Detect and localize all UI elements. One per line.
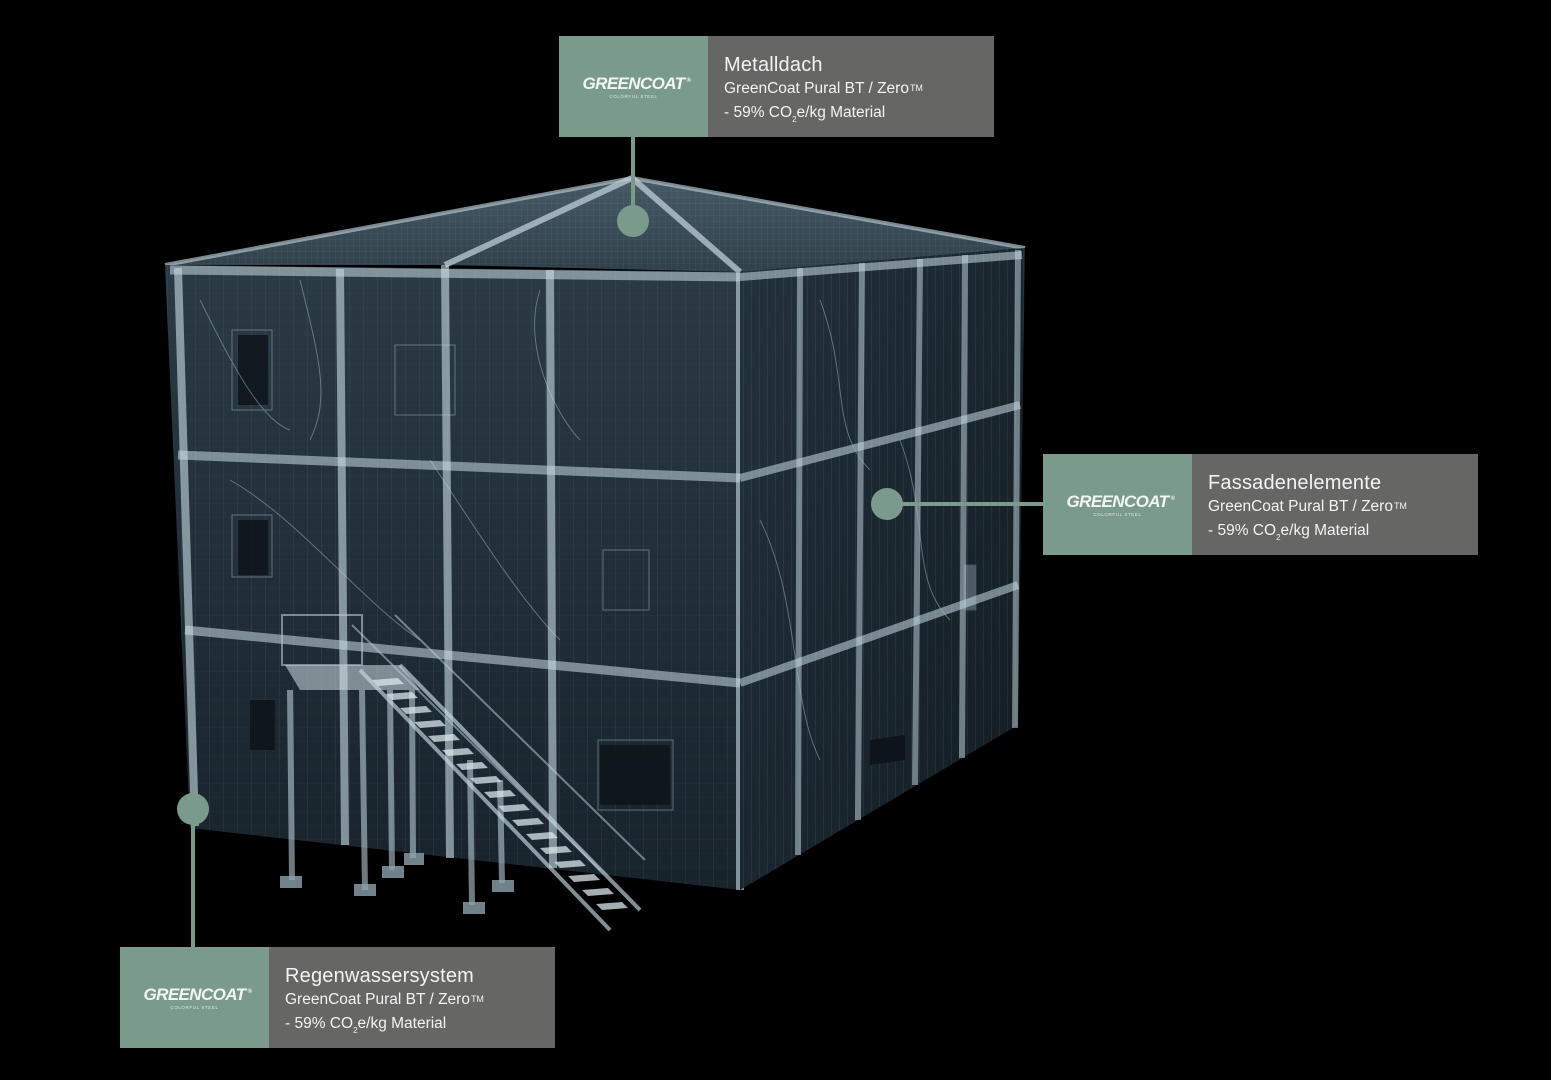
callout-title: Metalldach xyxy=(724,54,823,76)
callout-product: GreenCoat Pural BT / ZeroTM xyxy=(724,80,923,97)
roof-marker-pin[interactable] xyxy=(617,205,649,237)
callout-text: Regenwassersystem GreenCoat Pural BT / Z… xyxy=(269,947,555,1048)
logo-tagline: COLORFUL STEEL xyxy=(1093,511,1142,517)
logo-wordmark: GREENCOAT xyxy=(143,984,247,1004)
greencoat-logo: GREENCOAT® COLORFUL STEEL xyxy=(120,947,269,1048)
roof xyxy=(164,175,1026,275)
callout-title: Fassadenelemente xyxy=(1208,472,1382,494)
roof-connector-line xyxy=(631,136,635,216)
callout-card-roof: GREENCOAT® COLORFUL STEEL Metalldach Gre… xyxy=(559,36,994,137)
logo-wordmark: GREENCOAT xyxy=(582,73,686,93)
callout-co2-reduction: - 59% CO2e/kg Material xyxy=(1208,522,1370,542)
callout-title: Regenwassersystem xyxy=(285,965,475,987)
callout-text: Metalldach GreenCoat Pural BT / ZeroTM -… xyxy=(708,36,994,137)
facade-connector-line xyxy=(895,502,1043,506)
logo-tagline: COLORFUL STEEL xyxy=(609,93,658,99)
external-staircase xyxy=(280,614,646,932)
logo-tagline: COLORFUL STEEL xyxy=(170,1004,219,1010)
stair-steps xyxy=(372,678,628,910)
callout-product: GreenCoat Pural BT / ZeroTM xyxy=(285,991,484,1008)
callout-card-rainwater: GREENCOAT® COLORFUL STEEL Regenwassersys… xyxy=(120,947,555,1048)
logo-wordmark: GREENCOAT xyxy=(1066,491,1170,511)
callout-co2-reduction: - 59% CO2e/kg Material xyxy=(724,104,886,124)
callout-text: Fassadenelemente GreenCoat Pural BT / Ze… xyxy=(1192,454,1478,555)
greencoat-logo: GREENCOAT® COLORFUL STEEL xyxy=(559,36,708,137)
front-facade xyxy=(165,264,744,890)
callout-co2-reduction: - 59% CO2e/kg Material xyxy=(285,1015,447,1035)
callout-card-facade: GREENCOAT® COLORFUL STEEL Fassadenelemen… xyxy=(1043,454,1478,555)
rainwater-connector-line xyxy=(191,810,195,947)
greencoat-logo: GREENCOAT® COLORFUL STEEL xyxy=(1043,454,1192,555)
side-facade xyxy=(738,248,1025,890)
rainwater-marker-pin[interactable] xyxy=(177,793,209,825)
facade-marker-pin[interactable] xyxy=(871,488,903,520)
callout-product: GreenCoat Pural BT / ZeroTM xyxy=(1208,498,1407,515)
